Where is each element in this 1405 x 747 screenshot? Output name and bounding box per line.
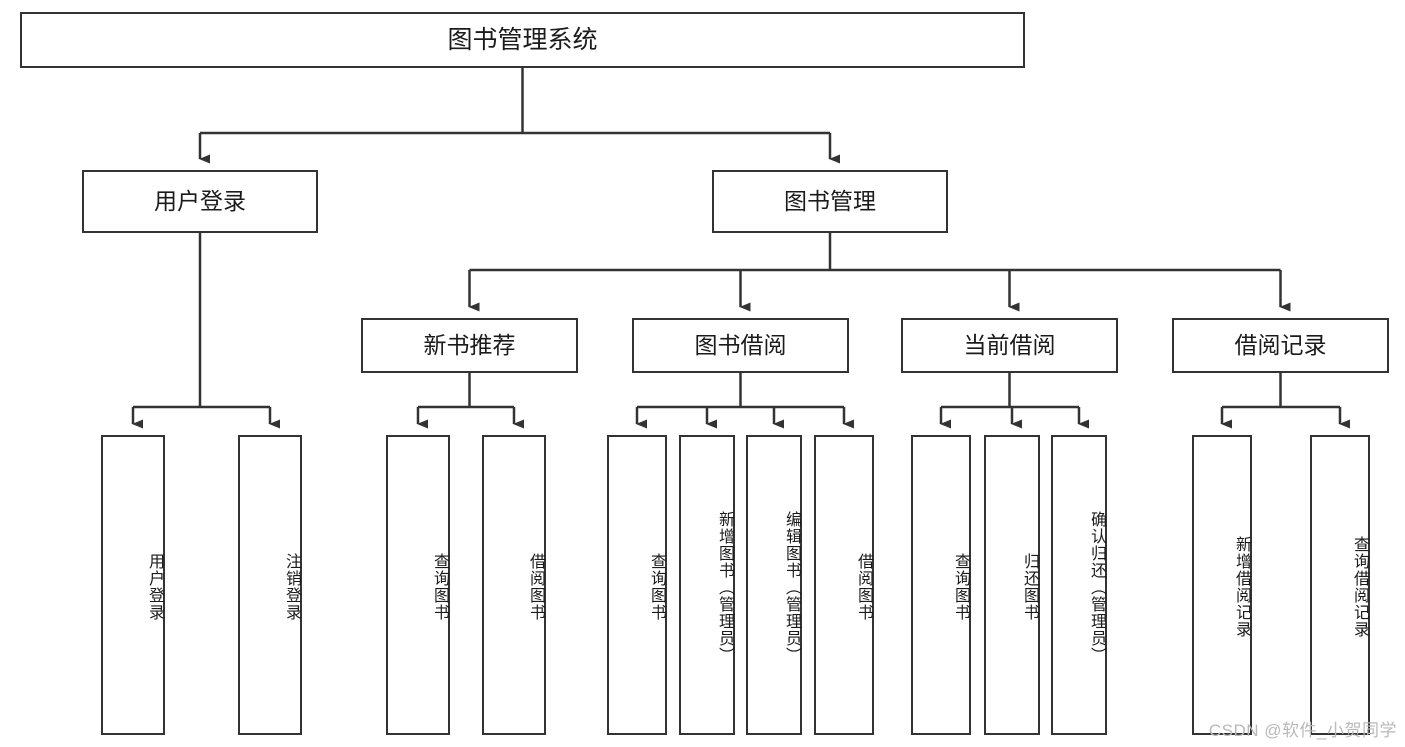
node-leaf-confirm-return[interactable]: 确认归还（管理员）: [1051, 435, 1107, 735]
node-new-book-rec[interactable]: 新书推荐: [361, 318, 578, 373]
node-leaf-return-book[interactable]: 归还图书: [984, 435, 1040, 735]
node-label-leaf-logout: 注销登录: [283, 553, 300, 621]
node-label-new-book-rec: 新书推荐: [423, 331, 516, 358]
node-label-book-borrow: 图书借阅: [694, 331, 787, 358]
node-leaf-add-record[interactable]: 新增借阅记录: [1192, 435, 1252, 735]
node-leaf-logout[interactable]: 注销登录: [238, 435, 302, 735]
node-label-leaf-add-record: 新增借阅记录: [1233, 536, 1250, 638]
node-book-borrow[interactable]: 图书借阅: [632, 318, 849, 373]
node-label-leaf-query-record: 查询借阅记录: [1351, 536, 1368, 638]
node-leaf-edit-book[interactable]: 编辑图书（管理员）: [746, 435, 802, 735]
node-label-book-manage: 图书管理: [784, 187, 876, 214]
node-leaf-user-login[interactable]: 用户登录: [101, 435, 165, 735]
node-label-leaf-borrow-book-1: 借阅图书: [527, 553, 544, 621]
node-root[interactable]: 图书管理系统: [20, 12, 1025, 68]
node-leaf-query-book-1[interactable]: 查询图书: [386, 435, 450, 735]
node-book-manage[interactable]: 图书管理: [712, 170, 948, 233]
node-label-current-borrow: 当前借阅: [963, 331, 1056, 358]
node-label-borrow-record: 借阅记录: [1234, 331, 1327, 358]
node-label-leaf-add-book: 新增图书（管理员）: [716, 510, 733, 664]
node-leaf-borrow-book-2[interactable]: 借阅图书: [814, 435, 874, 735]
node-label-user-login: 用户登录: [154, 187, 246, 214]
csdn-watermark: CSDN @软件_小贺同学: [1208, 721, 1397, 740]
node-label-root: 图书管理系统: [447, 26, 598, 54]
node-label-leaf-borrow-book-2: 借阅图书: [855, 553, 872, 621]
node-leaf-query-book-2[interactable]: 查询图书: [607, 435, 667, 735]
node-label-leaf-user-login: 用户登录: [146, 553, 163, 621]
node-borrow-record[interactable]: 借阅记录: [1172, 318, 1389, 373]
node-leaf-query-record[interactable]: 查询借阅记录: [1310, 435, 1370, 735]
node-label-leaf-query-book-3: 查询图书: [952, 553, 969, 621]
node-leaf-borrow-book-1[interactable]: 借阅图书: [482, 435, 546, 735]
node-label-leaf-query-book-1: 查询图书: [431, 553, 448, 621]
node-current-borrow[interactable]: 当前借阅: [901, 318, 1118, 373]
node-label-leaf-query-book-2: 查询图书: [648, 553, 665, 621]
node-label-leaf-edit-book: 编辑图书（管理员）: [783, 510, 800, 664]
node-leaf-query-book-3[interactable]: 查询图书: [911, 435, 971, 735]
node-leaf-add-book[interactable]: 新增图书（管理员）: [679, 435, 735, 735]
node-label-leaf-return-book: 归还图书: [1021, 553, 1038, 621]
node-label-leaf-confirm-return: 确认归还（管理员）: [1088, 510, 1105, 664]
node-user-login[interactable]: 用户登录: [82, 170, 318, 233]
